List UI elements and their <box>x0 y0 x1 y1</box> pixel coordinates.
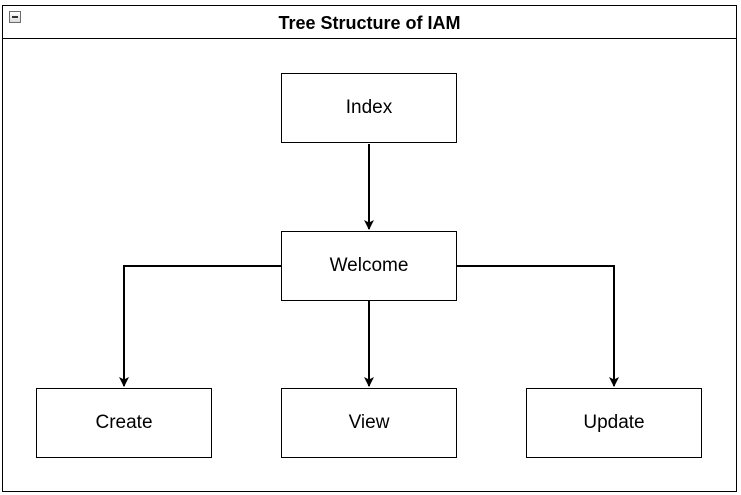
title-bar: Tree Structure of IAM <box>3 6 736 39</box>
minus-collapse-icon[interactable] <box>9 11 21 23</box>
node-update[interactable]: Update <box>526 388 702 458</box>
minus-glyph <box>12 16 18 18</box>
node-welcome[interactable]: Welcome <box>281 231 457 301</box>
edge-welcome-update <box>457 265 619 387</box>
diagram-title: Tree Structure of IAM <box>278 13 461 33</box>
node-create[interactable]: Create <box>36 388 212 458</box>
edge-welcome-create <box>119 265 281 387</box>
node-index[interactable]: Index <box>281 73 457 143</box>
node-view[interactable]: View <box>281 388 457 458</box>
